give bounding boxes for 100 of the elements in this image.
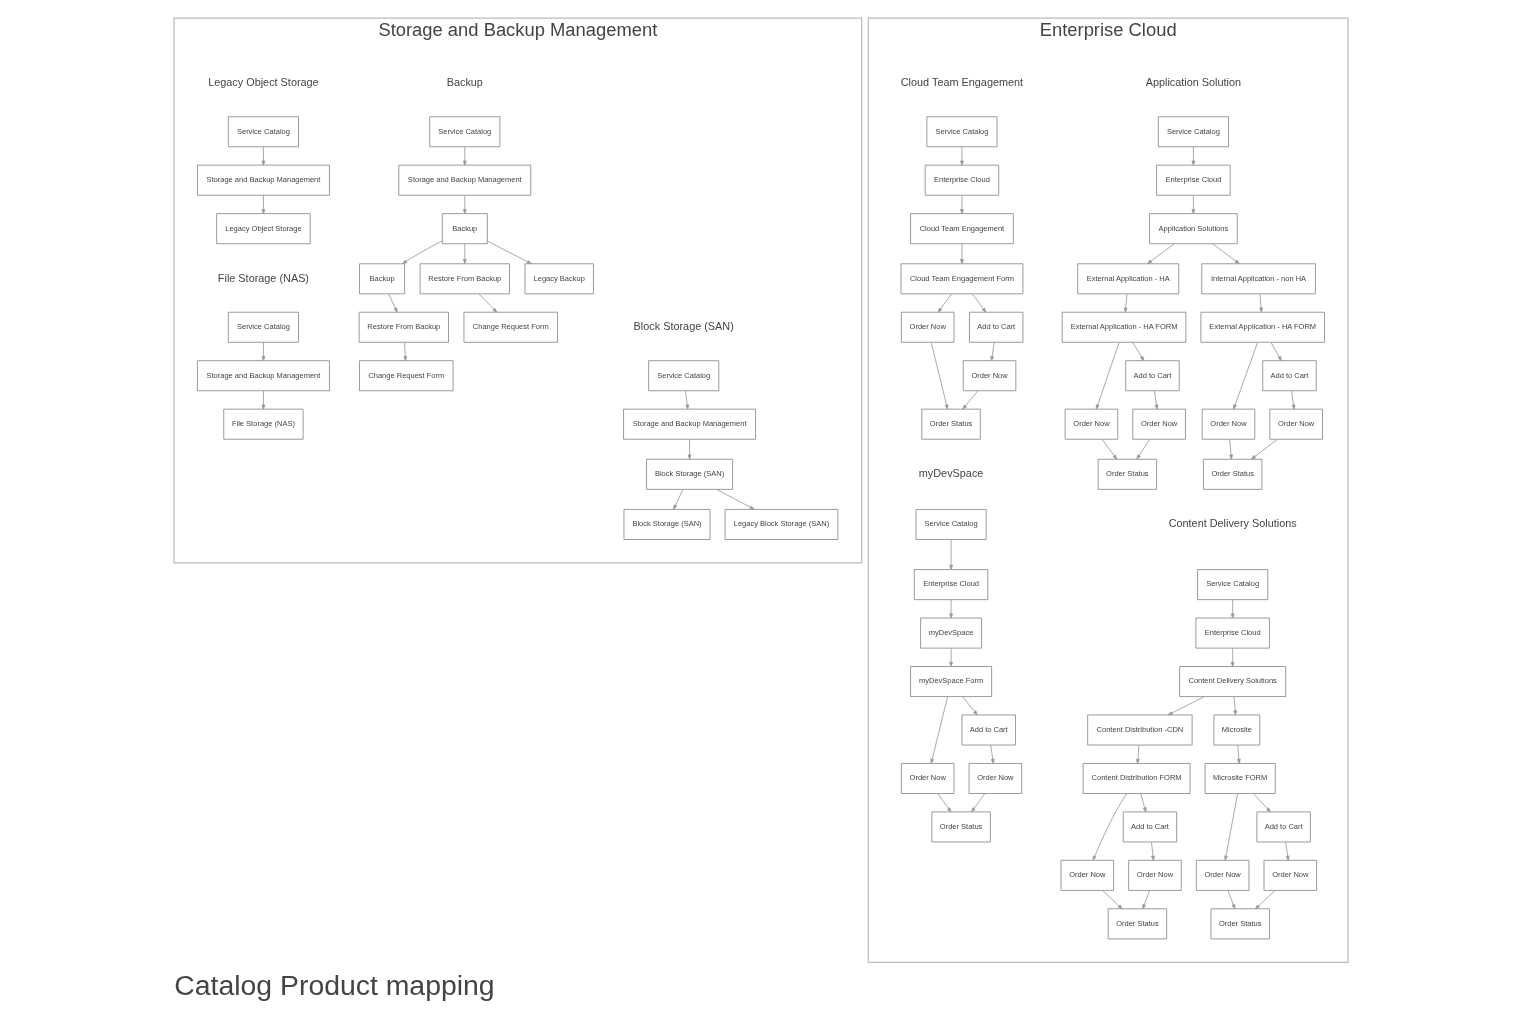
arrow	[261, 341, 266, 362]
node-box: Enterprise Cloud	[924, 164, 1000, 196]
node-box: Microsite	[1213, 714, 1261, 746]
arrow	[1255, 890, 1276, 910]
node-box: Service Catalog	[429, 116, 501, 148]
arrow	[1227, 890, 1236, 910]
arrow	[1136, 744, 1140, 764]
arrow	[462, 243, 467, 265]
node-box: Add to Cart	[1125, 360, 1180, 392]
arrow	[1142, 890, 1151, 910]
node-box: Enterprise Cloud	[1156, 164, 1231, 196]
node-box: Service Catalog	[227, 311, 299, 343]
arrow	[1154, 390, 1159, 410]
arrow	[478, 293, 498, 313]
node-box: Storage and Backup Management	[623, 408, 756, 440]
node-box: Order Now	[1269, 408, 1323, 440]
arrow	[1233, 696, 1238, 716]
node-box: Order Now	[1128, 859, 1182, 891]
arrow	[990, 341, 995, 362]
arrow	[971, 793, 986, 813]
node-box: Add to Cart	[969, 311, 1024, 343]
node-box: External Application - HA FORM	[1200, 311, 1325, 343]
arrow	[261, 194, 266, 215]
node-box: Add to Cart	[961, 714, 1016, 746]
arrow	[1285, 841, 1290, 861]
node-box: Order Now	[1263, 859, 1318, 891]
node-box: Order Status	[931, 811, 991, 843]
node-box: Content Distribution -CDN	[1087, 714, 1193, 746]
arrow	[1136, 438, 1151, 460]
node-box: Service Catalog	[648, 360, 720, 392]
arrow	[1251, 438, 1278, 460]
node-box: File Storage (NAS)	[223, 408, 304, 440]
label: Backup	[446, 76, 483, 89]
node-box: Service Catalog	[1197, 569, 1269, 601]
node-box: Legacy Backup	[524, 263, 594, 295]
arrow	[1291, 390, 1296, 410]
diagram-title: Catalog Product mapping	[174, 969, 495, 1002]
arrow	[960, 243, 964, 265]
label: File Storage (NAS)	[217, 271, 309, 284]
node-box: Order Status	[1097, 458, 1158, 490]
arrow	[1224, 793, 1238, 861]
arrow	[949, 599, 953, 619]
arrow	[1132, 341, 1145, 362]
arrow	[261, 390, 266, 410]
arrow	[962, 696, 978, 716]
node-box: Internal Application - non HA	[1201, 263, 1316, 295]
node-box: Legacy Object Storage	[216, 213, 311, 245]
node-box: Storage and Backup Management	[197, 164, 330, 196]
node-box: Backup	[359, 263, 406, 295]
arrow	[937, 793, 952, 813]
arrow	[1123, 293, 1128, 313]
node-box: Content Delivery Solutions	[1179, 666, 1287, 697]
node-box: Order Status	[1210, 908, 1270, 940]
arrow	[937, 293, 952, 313]
node-box: Change Request Form	[359, 360, 454, 392]
node-box: Block Storage (SAN)	[623, 509, 711, 540]
arrow	[1140, 793, 1147, 813]
node-box: Order Now	[1201, 408, 1256, 440]
arrow	[1191, 194, 1196, 215]
arrow	[673, 489, 684, 510]
arrow	[949, 647, 953, 667]
arrow	[687, 438, 692, 460]
arrow	[962, 390, 979, 410]
node-box: Application Solutions	[1149, 213, 1238, 245]
arrow	[1101, 438, 1118, 460]
node-box: Restore From Backup	[419, 263, 510, 295]
arrow	[1230, 599, 1235, 619]
node-box: External Application - HA	[1077, 263, 1180, 295]
arrow	[1147, 243, 1175, 265]
arrow	[1191, 146, 1196, 166]
node-box: Order Now	[1195, 859, 1250, 891]
label: myDevSpace	[918, 467, 984, 480]
node-box: Service Catalog	[1157, 116, 1229, 148]
arrow	[1151, 841, 1155, 861]
arrow	[487, 240, 532, 265]
node-box: External Application - HA FORM	[1061, 311, 1187, 343]
node-box: Block Storage (SAN)	[646, 458, 733, 490]
node-box: Storage and Backup Management	[197, 360, 330, 392]
node-box: Order Now	[900, 763, 955, 794]
node-box: Enterprise Cloud	[1195, 617, 1270, 649]
node-box: Add to Cart	[1262, 360, 1317, 392]
arrow	[1237, 744, 1241, 764]
node-box: Order Status	[921, 408, 981, 440]
arrow	[716, 489, 755, 510]
arrow	[960, 146, 964, 166]
label: Legacy Object Storage	[208, 76, 319, 89]
arrow	[1253, 793, 1271, 813]
arrow	[462, 194, 467, 215]
arrow	[1212, 243, 1240, 265]
node-box: Order Now	[962, 360, 1017, 392]
arrow	[261, 146, 266, 166]
node-box: Order Now	[900, 311, 955, 343]
node-box: Service Catalog	[926, 116, 998, 148]
node-box: Order Now	[1132, 408, 1186, 440]
label: Cloud Team Engagement	[900, 76, 1024, 89]
node-box: Legacy Block Storage (SAN)	[724, 509, 839, 540]
node-box: Restore From Backup	[358, 311, 449, 343]
label: Content Delivery Solutions	[1168, 517, 1297, 530]
arrow	[462, 146, 467, 166]
arrow	[930, 696, 948, 764]
